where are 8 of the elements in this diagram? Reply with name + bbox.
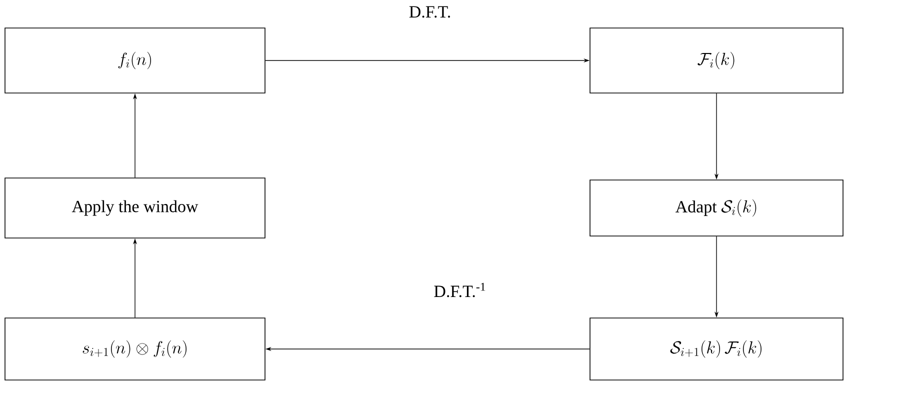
edge-label: D.F.T.	[408, 5, 452, 19]
process-box: $f_i(n)$	[4, 28, 266, 94]
process-box: $\mathcal{S}_{i+1}(k)\,\mathcal{F}_i(k)$	[590, 318, 844, 380]
process-box: $\mathcal{F}_i(k)$	[590, 28, 844, 94]
process-box: Apply the window	[4, 178, 266, 238]
process-box: $s_{i+1}(n)\otimes f_i(n)$	[4, 318, 266, 380]
process-box: $\mbox{Adapt }\mathcal{S}_i(k)$	[590, 180, 844, 236]
edge-label: D.F.T.$^{-1}$	[432, 282, 488, 298]
